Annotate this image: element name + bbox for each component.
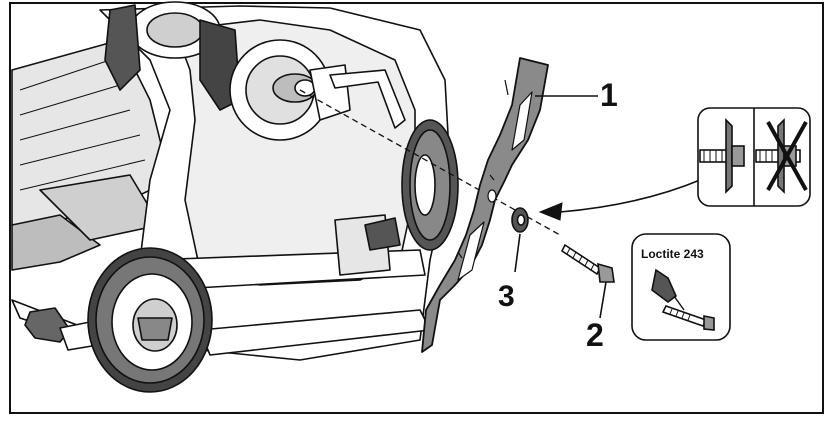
washer-hole [516,214,526,226]
correct-washer [725,118,733,194]
blade-slot-upper [511,91,533,151]
wrong-bolt-thread [759,150,773,162]
wrong-bolt-head [783,145,797,167]
detail-pointer-arrow [559,179,701,213]
callout-2-leader [599,281,607,319]
handle-knob [24,307,71,343]
front-wheel-cap [137,317,173,341]
loctite-bolt-thread [669,308,691,321]
callout-blade: 1 [600,77,618,113]
wrong-washer [777,118,785,194]
correct-bolt-thread [703,150,723,162]
fasteners [511,207,615,283]
loctite-bottle [651,268,677,303]
cutting-blade [421,57,549,353]
blade-edge [457,79,509,259]
mower-illustration [11,1,561,393]
blade-center-hole [487,189,497,203]
rear-wheel-hub [414,154,436,216]
loctite-inset [631,233,731,341]
loctite-bolt-shaft [661,305,708,327]
washer-orientation-inset [697,107,811,207]
loctite-label: Loctite 243 [641,247,704,261]
top-drum-inner [146,12,204,48]
leader-lines [514,95,701,319]
bolt-head [597,262,615,283]
loctite-nozzle [673,295,685,311]
callout-bolt: 2 [586,317,604,353]
arrow-head [538,202,563,221]
correct-bolt-head [731,145,745,167]
callout-washer: 3 [498,280,515,313]
handle-bar-right [329,69,406,129]
bolt-thread [566,247,595,271]
adjust-lever [364,217,401,251]
motor-mechanism [104,4,141,91]
loctite-bolt-head [703,315,715,331]
deck-ribs [19,59,146,191]
cross-mark-icon [766,121,808,191]
callout-3-leader [514,233,521,273]
loctite-frame [631,233,731,341]
blade-slot-lower [457,221,485,281]
